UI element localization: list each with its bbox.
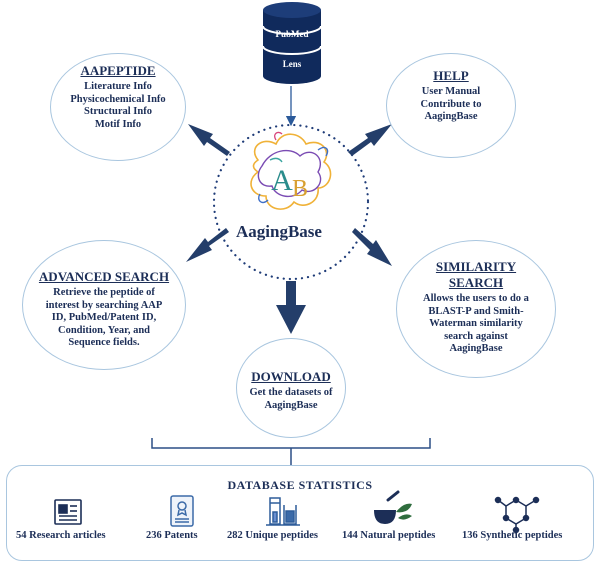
help-title: HELP — [433, 68, 469, 83]
advanced-search-line: Retrieve the peptide of — [53, 287, 155, 298]
help-line[interactable]: AagingBase — [424, 111, 478, 122]
svg-text:B: B — [292, 176, 308, 202]
advanced-search-line: Condition, Year, and — [58, 324, 150, 336]
similarity-search-line: search against — [444, 330, 508, 342]
similarity-search-title-line1: SIMILARITY — [435, 259, 517, 274]
help-line[interactable]: Contribute to — [420, 98, 482, 110]
aapeptide-circle[interactable]: AAPEPTIDE Literature Info Physicochemica… — [50, 53, 186, 161]
statistics-bracket — [151, 438, 431, 466]
database-statistics-panel — [6, 465, 594, 561]
advanced-search-line: interest by searching AAP — [45, 299, 163, 311]
database-statistics-title: DATABASE STATISTICS — [227, 478, 373, 492]
aapeptide-title: AAPEPTIDE — [80, 63, 156, 78]
aapeptide-line[interactable]: Motif Info — [94, 118, 142, 130]
brand-name: AagingBase — [236, 222, 322, 241]
svg-text:A: A — [271, 164, 293, 197]
arrow-to-download — [276, 281, 306, 334]
download-circle[interactable]: DOWNLOAD Get the datasets of AagingBase — [236, 338, 346, 438]
similarity-search-line: BLAST-P and Smith- — [428, 305, 524, 317]
help-line[interactable]: User Manual — [421, 86, 481, 97]
help-circle[interactable]: HELP User Manual Contribute to AagingBas… — [386, 53, 516, 158]
aapeptide-line[interactable]: Structural Info — [84, 106, 152, 117]
stat-synthetic-peptides: 136 Synthetic peptides — [462, 530, 563, 541]
advanced-search-circle[interactable]: ADVANCED SEARCH Retrieve the peptide of … — [22, 240, 186, 370]
arrow-to-aapeptide — [188, 124, 230, 156]
download-line: AagingBase — [264, 399, 318, 411]
similarity-search-title-line2: SEARCH — [448, 275, 504, 290]
center-dotted-ring — [212, 123, 370, 281]
aapeptide-line[interactable]: Literature Info — [84, 81, 152, 92]
similarity-search-line: AagingBase — [449, 343, 503, 354]
arrow-to-help — [348, 124, 392, 156]
similarity-search-circle[interactable]: SIMILARITY SEARCH Allows the users to do… — [396, 240, 556, 378]
download-line: Get the datasets of — [249, 387, 333, 398]
arrow-to-similarity-search — [352, 228, 392, 266]
download-title: DOWNLOAD — [251, 369, 331, 384]
database-label-pubmed: PubMed — [275, 29, 309, 39]
stat-research-articles: 54 Research articles — [16, 530, 106, 541]
database-label-lens: Lens — [282, 59, 302, 69]
advanced-search-title: ADVANCED SEARCH — [38, 269, 170, 284]
database-icon — [262, 2, 322, 84]
stat-patents: 236 Patents — [146, 530, 198, 541]
stat-natural-peptides: 144 Natural peptides — [342, 530, 436, 541]
advanced-search-line: ID, PubMed/Patent ID, — [51, 312, 157, 323]
aapeptide-line[interactable]: Physicochemical Info — [70, 93, 166, 105]
stat-unique-peptides: 282 Unique peptides — [227, 530, 319, 541]
similarity-search-line: Waterman similarity — [429, 318, 523, 329]
arrow-to-advanced-search — [186, 228, 229, 262]
similarity-search-line: Allows the users to do a — [423, 293, 529, 304]
advanced-search-line: Sequence fields. — [68, 337, 140, 348]
